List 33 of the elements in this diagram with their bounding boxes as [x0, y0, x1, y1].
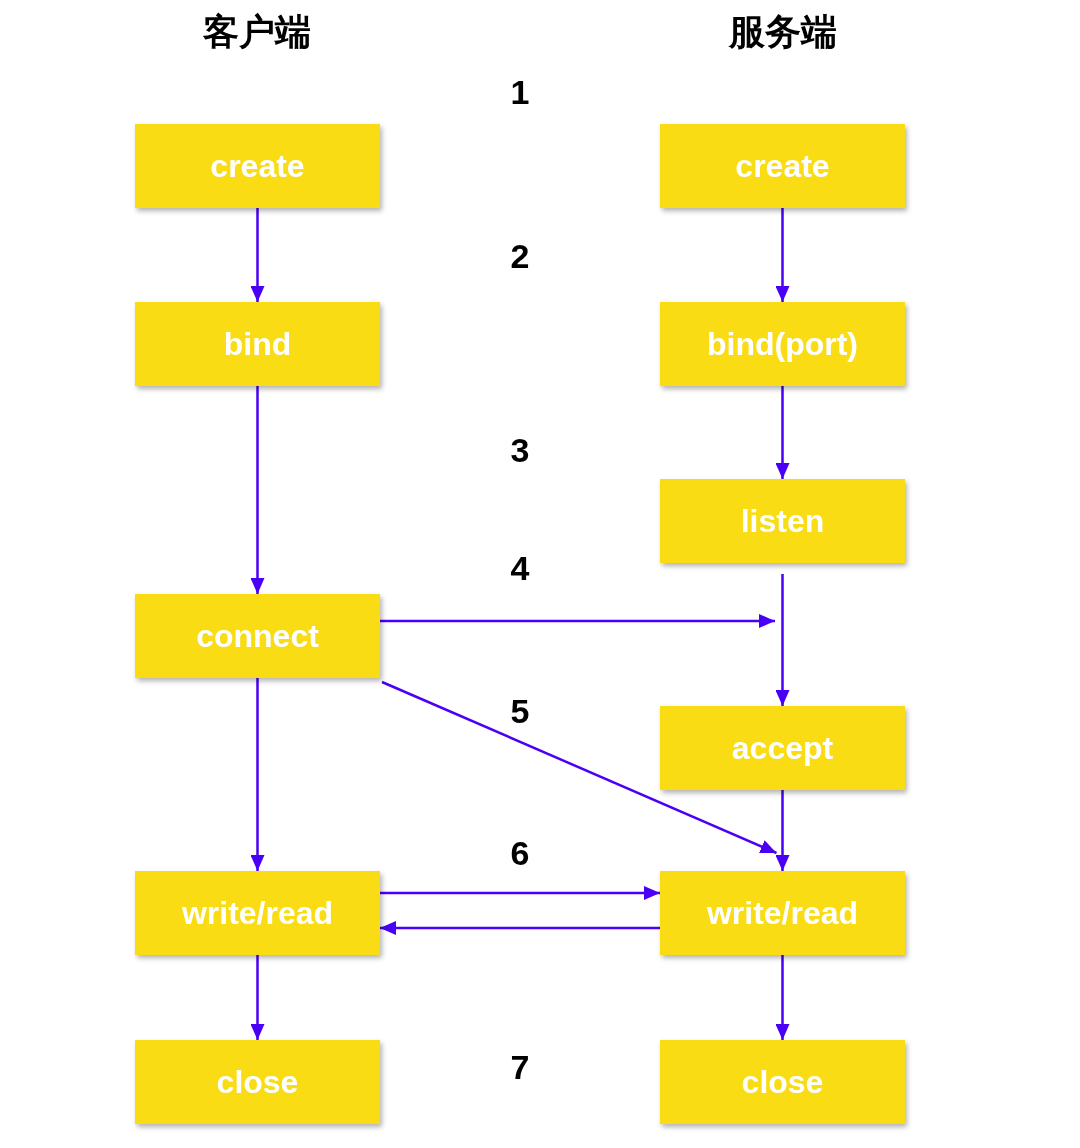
arrow [775, 574, 790, 706]
step-number: 4 [510, 548, 530, 588]
process-box: listen [660, 479, 905, 563]
column-heading: 客户端 [203, 9, 311, 54]
step-number: 2 [510, 236, 530, 276]
process-box: close [660, 1040, 905, 1124]
column-heading: 服务端 [729, 9, 837, 54]
arrow [775, 386, 790, 479]
arrow [775, 208, 790, 302]
process-box: create [660, 124, 905, 208]
arrow [381, 680, 777, 855]
process-box: write/read [660, 871, 905, 955]
arrow [250, 208, 265, 302]
step-number: 3 [510, 430, 530, 470]
process-box: bind(port) [660, 302, 905, 386]
step-number: 5 [510, 691, 530, 731]
process-box: create [135, 124, 380, 208]
process-box: bind [135, 302, 380, 386]
arrow [775, 790, 790, 871]
step-number: 7 [510, 1047, 530, 1087]
arrow [380, 921, 660, 935]
process-box: accept [660, 706, 905, 790]
process-box: close [135, 1040, 380, 1124]
step-number: 1 [510, 72, 530, 112]
process-box: connect [135, 594, 380, 678]
arrow [775, 955, 790, 1040]
step-number: 6 [510, 833, 530, 873]
arrow [250, 678, 265, 871]
arrow [250, 386, 265, 594]
arrow [380, 886, 660, 900]
process-box: write/read [135, 871, 380, 955]
arrow [380, 614, 775, 628]
arrow [250, 955, 265, 1040]
